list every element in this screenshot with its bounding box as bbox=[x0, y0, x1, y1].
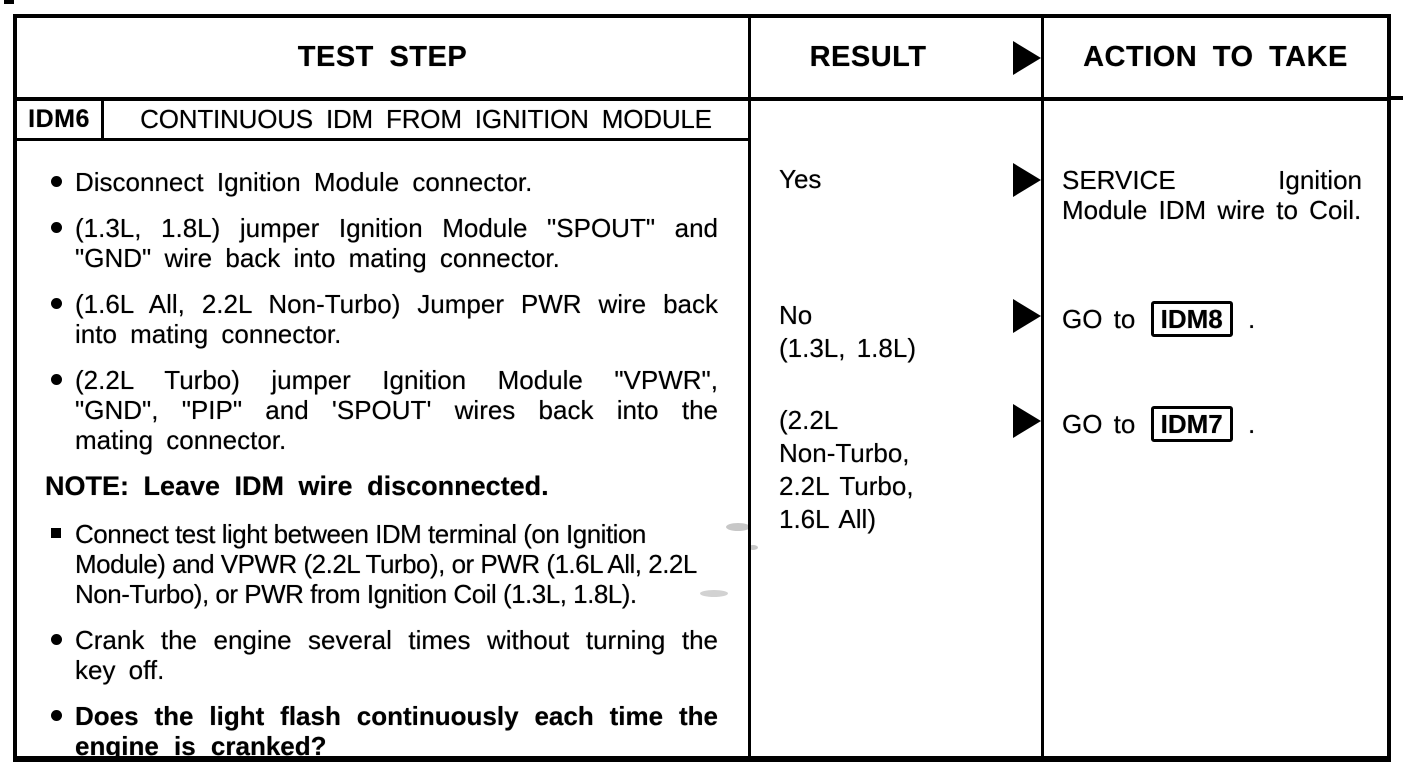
column-header-action: ACTION TO TAKE bbox=[1041, 18, 1387, 97]
note-text: NOTE: Leave IDM wire disconnected. bbox=[45, 471, 549, 501]
list-item: Disconnect Ignition Module connector. bbox=[45, 167, 718, 197]
action-text: SERVICE Ignition Module IDM wire to Coil… bbox=[1062, 165, 1362, 225]
column-header-test-step: TEST STEP bbox=[17, 18, 748, 97]
result-line: (2.2L bbox=[779, 405, 839, 435]
list-item: (1.6L All, 2.2L Non-Turbo) Jumper PWR wi… bbox=[45, 289, 718, 349]
test-step-cell: IDM6 CONTINUOUS IDM FROM IGNITION MODULE… bbox=[17, 101, 748, 761]
round-bullet-icon bbox=[51, 298, 62, 309]
result-header-label: RESULT bbox=[809, 41, 927, 73]
action-entry-goto-idm8: GO to IDM8 . bbox=[1044, 301, 1387, 337]
goto-reference-idm8: IDM8 bbox=[1150, 301, 1233, 337]
result-entry-engines: (2.2L Non-Turbo, 2.2L Turbo, 1.6L All) bbox=[751, 404, 1041, 536]
step-text: (1.6L All, 2.2L Non-Turbo) Jumper PWR wi… bbox=[75, 289, 718, 349]
column-header-result: RESULT bbox=[748, 18, 1041, 97]
test-id-label: IDM6 bbox=[28, 105, 90, 133]
step-question-text: Does the light flash continuously each t… bbox=[75, 701, 718, 761]
action-period: . bbox=[1247, 304, 1256, 334]
action-go-text: GO to bbox=[1062, 409, 1136, 439]
list-item: (2.2L Turbo) jumper Ignition Module "VPW… bbox=[45, 365, 718, 455]
test-step-list: Disconnect Ignition Module connector. (1… bbox=[17, 141, 748, 761]
scan-artifact bbox=[726, 523, 750, 531]
test-title-strip: IDM6 CONTINUOUS IDM FROM IGNITION MODULE bbox=[17, 101, 748, 141]
round-bullet-icon bbox=[51, 634, 62, 645]
pinpoint-test-table: TEST STEP RESULT ACTION TO TAKE IDM6 CON… bbox=[13, 14, 1391, 762]
scan-artifact bbox=[700, 590, 728, 597]
result-line: No bbox=[779, 300, 813, 330]
test-title-label: CONTINUOUS IDM FROM IGNITION MODULE bbox=[140, 104, 712, 134]
list-item: (1.3L, 1.8L) jumper Ignition Module "SPO… bbox=[45, 213, 718, 273]
action-entry-goto-idm7: GO to IDM7 . bbox=[1044, 406, 1387, 442]
list-item: Crank the engine several times without t… bbox=[45, 625, 718, 685]
goto-reference-idm7: IDM7 bbox=[1150, 406, 1233, 442]
action-cell: SERVICE Ignition Module IDM wire to Coil… bbox=[1041, 101, 1387, 756]
result-cell: Yes No (1.3L, 1.8L) (2.2L Non-Turbo, 2.2… bbox=[748, 101, 1041, 756]
result-line: 2.2L Turbo, bbox=[779, 471, 914, 501]
scan-artifact bbox=[1391, 96, 1403, 100]
step-text: Disconnect Ignition Module connector. bbox=[75, 167, 533, 197]
list-item: Connect test light between IDM terminal … bbox=[45, 519, 718, 609]
result-line: 1.6L All) bbox=[779, 504, 876, 534]
result-arrow-icon bbox=[1013, 404, 1041, 438]
test-title: CONTINUOUS IDM FROM IGNITION MODULE bbox=[104, 101, 748, 138]
list-item: Does the light flash continuously each t… bbox=[45, 701, 718, 761]
step-text: (2.2L Turbo) jumper Ignition Module "VPW… bbox=[75, 365, 718, 455]
round-bullet-icon bbox=[51, 176, 62, 187]
action-entry-service: SERVICE Ignition Module IDM wire to Coil… bbox=[1044, 165, 1387, 225]
table-body-row: IDM6 CONTINUOUS IDM FROM IGNITION MODULE… bbox=[17, 101, 1387, 761]
action-period: . bbox=[1247, 409, 1256, 439]
table-header-row: TEST STEP RESULT ACTION TO TAKE bbox=[17, 18, 1387, 101]
step-text: Crank the engine several times without t… bbox=[75, 625, 718, 685]
test-step-header-label: TEST STEP bbox=[297, 41, 468, 73]
action-header-label: ACTION TO TAKE bbox=[1083, 41, 1348, 73]
result-line: (1.3L, 1.8L) bbox=[779, 333, 916, 363]
step-text: Connect test light between IDM terminal … bbox=[75, 519, 696, 609]
scan-artifact bbox=[4, 0, 14, 4]
step-text: (1.3L, 1.8L) jumper Ignition Module "SPO… bbox=[75, 213, 718, 273]
result-entry-no: No (1.3L, 1.8L) bbox=[751, 299, 1041, 365]
result-arrow-icon bbox=[1013, 40, 1041, 75]
result-arrow-icon bbox=[1013, 299, 1041, 333]
action-go-text: GO to bbox=[1062, 304, 1136, 334]
round-bullet-icon bbox=[51, 374, 62, 385]
round-bullet-icon bbox=[51, 710, 62, 721]
round-bullet-icon bbox=[51, 222, 62, 233]
scan-artifact bbox=[748, 545, 758, 550]
square-bullet-icon bbox=[51, 528, 61, 538]
result-line: Non-Turbo, bbox=[779, 438, 910, 468]
result-entry-yes: Yes bbox=[751, 163, 1041, 197]
result-arrow-icon bbox=[1013, 163, 1041, 197]
test-id-badge: IDM6 bbox=[17, 101, 104, 138]
result-line: Yes bbox=[779, 164, 822, 194]
